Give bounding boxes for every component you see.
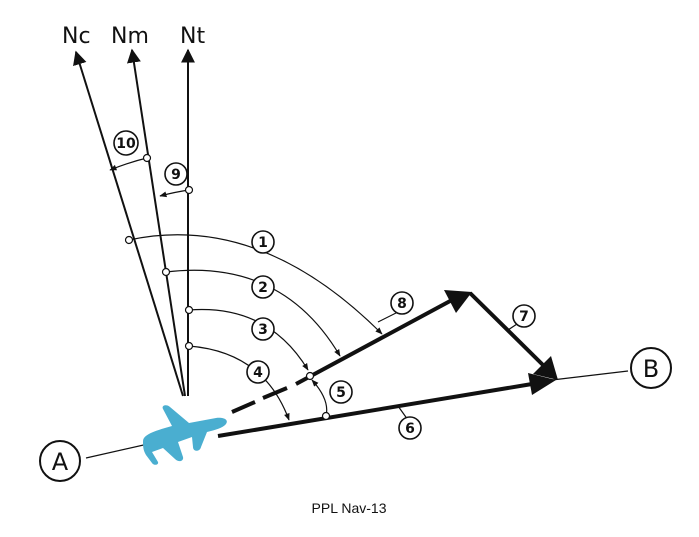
svg-text:1: 1 [258, 235, 268, 251]
marker-7: 7 [512, 304, 536, 328]
marker-5: 5 [329, 380, 353, 404]
track-vector [217, 373, 556, 438]
marker-4: 4 [246, 360, 270, 384]
angle-nodes [124, 153, 331, 421]
marker-10: 10 [113, 130, 139, 156]
wind-vector [468, 291, 558, 380]
figure-caption: PPL Nav-13 [312, 500, 387, 516]
svg-text:8: 8 [397, 296, 407, 312]
track-arrowhead [528, 373, 556, 395]
svg-text:2: 2 [258, 280, 268, 296]
arc-9 [159, 189, 190, 198]
svg-text:10: 10 [116, 136, 136, 152]
marker-2: 2 [251, 275, 275, 299]
north-reference-lines [73, 48, 195, 397]
svg-text:6: 6 [405, 421, 415, 437]
compass-north-line [73, 50, 184, 397]
marker-8: 8 [390, 291, 414, 315]
marker-3: 3 [251, 317, 275, 341]
heading-arrowhead [444, 290, 472, 313]
track-line-b [551, 370, 629, 381]
svg-text:9: 9 [171, 167, 181, 183]
svg-text:7: 7 [519, 309, 529, 325]
aircraft-icon [143, 405, 227, 465]
true-north-label: Nt [180, 24, 205, 49]
track-line-a [85, 443, 149, 459]
endpoint-a: A [39, 440, 81, 482]
svg-text:4: 4 [253, 365, 263, 381]
svg-text:3: 3 [258, 322, 268, 338]
arc-5 [311, 379, 328, 417]
svg-text:B: B [643, 355, 659, 383]
svg-text:A: A [52, 448, 69, 476]
marker-6: 6 [398, 416, 422, 440]
compass-north-label: Nc [62, 24, 91, 49]
endpoint-b: B [630, 347, 672, 389]
marker-1: 1 [251, 230, 275, 254]
arc-3 [188, 308, 309, 371]
svg-text:5: 5 [336, 385, 346, 401]
magnetic-north-line [126, 48, 186, 397]
magnetic-north-label: Nm [111, 24, 149, 49]
arc-10 [109, 157, 148, 171]
leader-8 [377, 311, 399, 323]
marker-9: 9 [164, 162, 188, 186]
wind-arrowhead [533, 356, 558, 380]
